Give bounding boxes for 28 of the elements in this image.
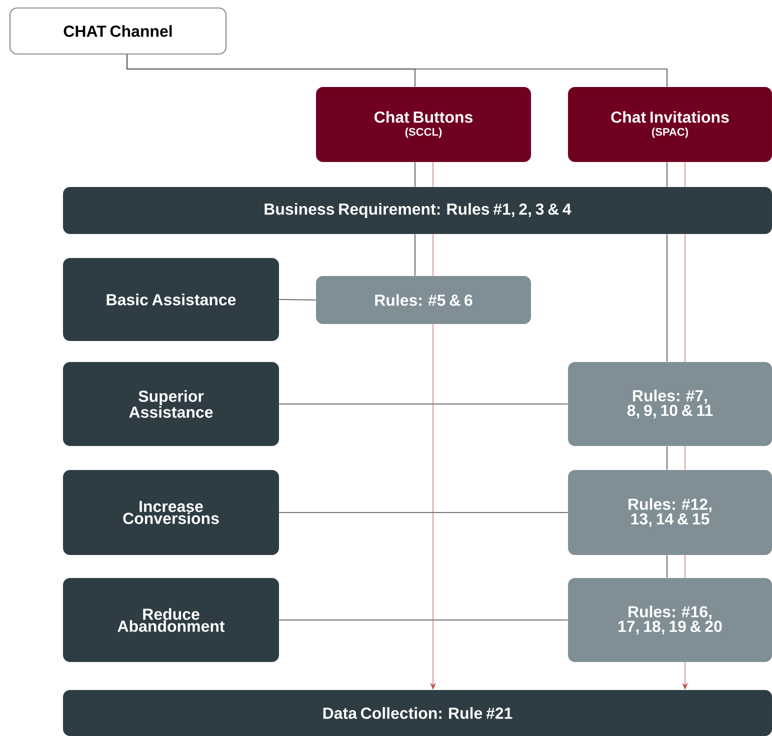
connector-line — [432, 162, 434, 188]
goal-box: Increase Conversions — [63, 470, 279, 555]
connector-line — [666, 446, 668, 470]
category-box: Chat Buttons (SCCL) — [316, 87, 531, 162]
goal-box: Reduce Abandonment — [63, 578, 279, 662]
connector-line — [666, 162, 668, 188]
rules-box: Rules: #5 & 6 — [316, 276, 531, 324]
rules-box: Rules: #12, 13, 14 & 15 — [568, 470, 772, 555]
goal-box: Basic Assistance — [63, 258, 279, 341]
channel-box: CHAT Channel — [10, 8, 226, 54]
connector-line — [414, 162, 416, 188]
requirement-bar: Data Collection: Rule #21 — [63, 690, 772, 736]
connector-line — [684, 554, 686, 578]
connector-line — [126, 54, 668, 88]
connector-line — [684, 234, 686, 362]
rules-box: Rules: #7, 8, 9, 10 & 11 — [568, 362, 772, 446]
connector-line — [684, 162, 686, 188]
connector-line — [432, 234, 434, 276]
connector-line — [684, 446, 686, 470]
connector-line — [278, 512, 568, 513]
connector-line — [666, 554, 668, 578]
connector-line — [666, 234, 668, 362]
connector-line — [278, 299, 316, 300]
requirement-bar: Business Requirement: Rules #1, 2, 3 & 4 — [63, 187, 772, 234]
rules-box: Rules: #16, 17, 18, 19 & 20 — [568, 578, 772, 662]
connector-line — [414, 234, 416, 276]
category-box: Chat Invitations (SPAC) — [568, 87, 772, 162]
goal-box: Superior Assistance — [63, 362, 279, 446]
